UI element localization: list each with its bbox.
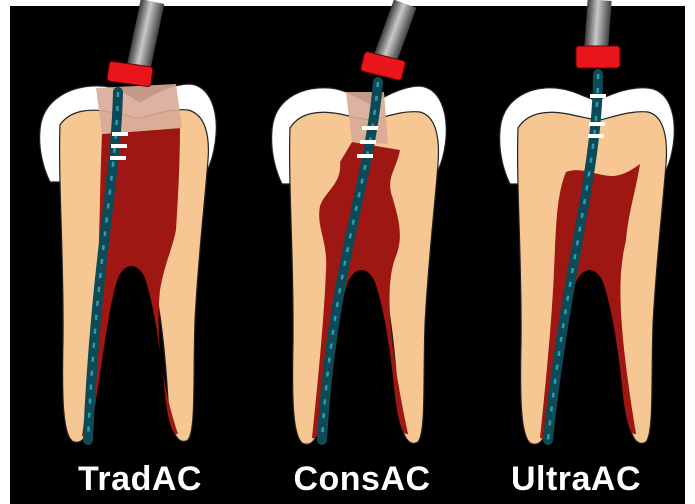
tooth-tradac xyxy=(40,0,217,442)
tooth-ultraac xyxy=(500,0,675,444)
tooth-consac xyxy=(272,0,447,444)
label-tradac: TradAC xyxy=(30,460,250,499)
label-ultraac: UltraAC xyxy=(466,460,686,499)
access-cavity xyxy=(96,84,182,134)
label-consac: ConsAC xyxy=(252,460,472,499)
